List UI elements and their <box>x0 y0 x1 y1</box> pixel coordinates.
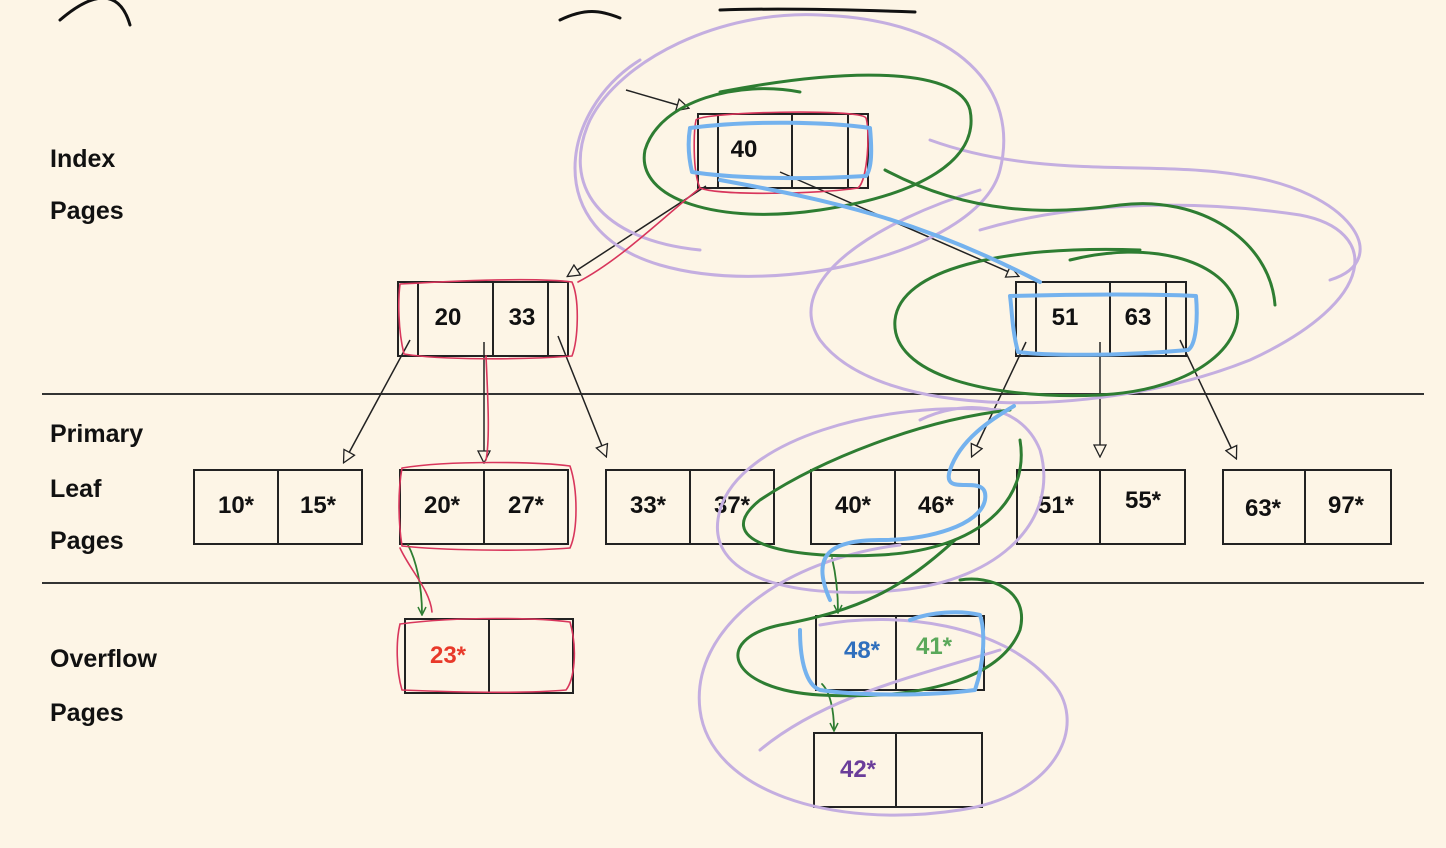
right-leaf6-arrow <box>1179 339 1236 458</box>
cropped-title-stroke <box>58 0 132 27</box>
left-leaf1-arrow <box>344 339 411 462</box>
index-node-left: 20 33 <box>397 281 569 357</box>
label-index-pages: Pages <box>50 197 124 225</box>
overflow-page-1: 23* <box>404 618 574 694</box>
leaf-page-1: 10* 15* <box>193 469 363 545</box>
leaf-key: 33* <box>630 492 667 519</box>
left-leaf3-arrow <box>557 335 606 456</box>
cropped-title-stroke <box>718 7 917 14</box>
leaf-key: 27* <box>508 492 545 519</box>
leaf-page-5: 51* 55* <box>1016 469 1186 545</box>
label-overflow: Overflow <box>50 645 158 673</box>
leaf-page-2: 20* 27* <box>399 469 569 545</box>
leaf-key: 20* <box>424 492 461 519</box>
leaf-key: 10* <box>218 492 255 519</box>
overflow-page-3: 42* <box>813 732 983 808</box>
index-key: 63 <box>1125 304 1152 331</box>
label-leaf-pages: Pages <box>50 527 124 555</box>
index-key: 51 <box>1052 304 1079 331</box>
label-primary: Primary <box>50 420 143 448</box>
overflow-chain-arrow <box>821 683 834 730</box>
blue-annotation <box>686 120 1199 697</box>
leaf-key: 97* <box>1328 492 1365 519</box>
green-annotation <box>642 73 1277 698</box>
overflow-key: 48* <box>844 637 881 664</box>
pointer-arrows <box>344 89 1236 462</box>
overflow-chain-arrow <box>407 544 422 614</box>
red-annotation <box>396 111 869 694</box>
overflow-key: 23* <box>430 642 467 669</box>
root-entry-arrow <box>625 89 688 108</box>
cropped-title-stroke <box>558 10 622 22</box>
right-leaf4-arrow <box>972 341 1027 456</box>
leaf-page-6: 63* 97* <box>1222 469 1392 545</box>
label-index: Index <box>50 145 115 173</box>
leaf-page-3: 33* 37* <box>605 469 775 545</box>
leaf-key: 46* <box>918 492 955 519</box>
overflow-key: 42* <box>840 756 877 783</box>
label-overflow-pages: Pages <box>50 699 124 727</box>
leaf-key: 63* <box>1245 495 1282 522</box>
leaf-key: 55* <box>1125 487 1162 514</box>
leaf-page-4: 40* 46* <box>810 469 980 545</box>
leaf-key: 40* <box>835 492 872 519</box>
overflow-page-2: 48* 41* <box>815 615 985 691</box>
index-key: 33 <box>509 304 536 331</box>
index-key: 20 <box>435 304 462 331</box>
overflow-key: 41* <box>916 633 953 660</box>
leaf-key: 51* <box>1038 492 1075 519</box>
index-key: 40 <box>731 136 758 163</box>
leaf-key: 15* <box>300 492 337 519</box>
overflow-chain-arrow <box>831 557 838 612</box>
label-leaf: Leaf <box>50 475 102 503</box>
